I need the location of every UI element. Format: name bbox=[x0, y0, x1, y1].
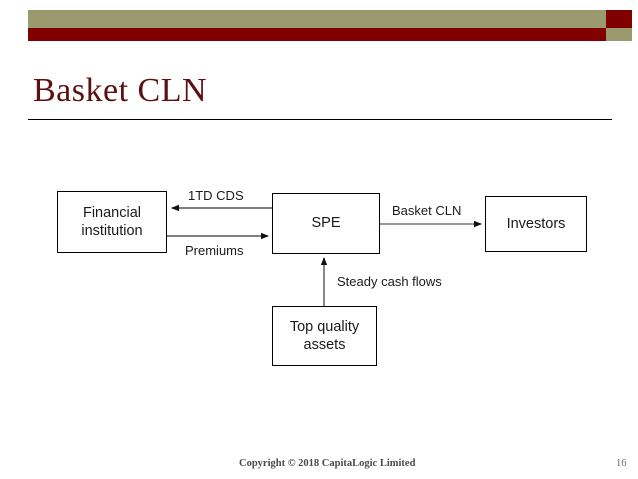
edge-label-basket-cln: Basket CLN bbox=[392, 203, 462, 218]
node-top-quality-assets-line1: Top quality bbox=[289, 318, 360, 335]
node-top-quality-assets-line2: assets bbox=[303, 337, 346, 353]
edge-label-steady-cash-flows: Steady cash flows bbox=[337, 274, 442, 289]
title-divider bbox=[28, 119, 612, 120]
node-top-quality-assets[interactable]: Top quality assets bbox=[272, 306, 377, 366]
edge-label-1td-cds: 1TD CDS bbox=[188, 188, 244, 203]
node-spe[interactable]: SPE bbox=[272, 193, 380, 254]
node-financial-institution[interactable]: Financial institution bbox=[57, 191, 167, 253]
slide-banner bbox=[0, 0, 638, 46]
footer-copyright: Copyright © 2018 CapitaLogic Limited bbox=[239, 458, 416, 469]
banner-khaki-band bbox=[28, 10, 606, 28]
banner-accent-square-top-right bbox=[606, 10, 632, 28]
node-investors[interactable]: Investors bbox=[485, 196, 587, 252]
node-financial-institution-line2: institution bbox=[81, 223, 143, 239]
footer-page-number: 16 bbox=[616, 458, 627, 469]
node-investors-label: Investors bbox=[506, 215, 566, 232]
node-spe-label: SPE bbox=[311, 215, 341, 232]
node-financial-institution-line1: Financial bbox=[82, 204, 141, 221]
banner-maroon-band bbox=[28, 28, 606, 41]
page-title: Basket CLN bbox=[33, 72, 208, 109]
edge-label-premiums: Premiums bbox=[185, 243, 244, 258]
banner-accent-square-bottom-right bbox=[606, 28, 632, 41]
